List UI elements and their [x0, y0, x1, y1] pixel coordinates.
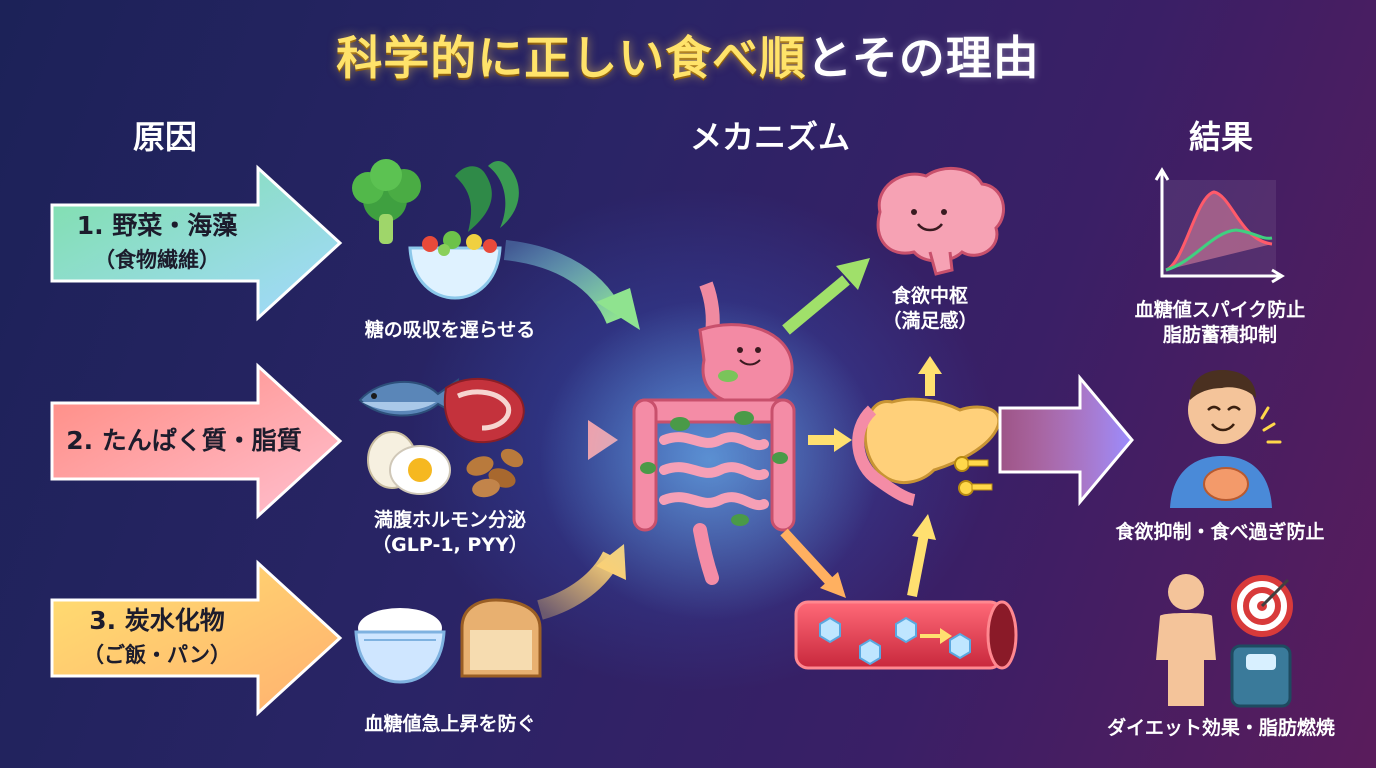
- effect-label-1: 糖の吸収を遅らせる: [364, 319, 536, 341]
- cause-label-1-main: 1. 野菜・海藻: [76, 211, 238, 240]
- gut-to-blood-arrow: [820, 572, 846, 598]
- cause-arrow-3: [50, 559, 343, 717]
- result-label-3: ダイエット効果・脂肪燃焼: [1107, 717, 1335, 739]
- header-cause: 原因: [132, 118, 197, 156]
- pancreas-icon: [852, 397, 1001, 506]
- satisfied-person-icon: [1170, 370, 1282, 508]
- result-label-2: 食欲抑制・食べ過ぎ防止: [1115, 521, 1325, 543]
- cause-label-2: 2. たんぱく質・脂質: [52, 424, 316, 458]
- cause-arrow-1: [50, 164, 343, 322]
- cause-label-3-sub: （ご飯・パン）: [82, 643, 232, 667]
- vegetables-icon: [352, 159, 519, 300]
- title-highlight: 科学的に正しい食べ順: [336, 31, 807, 85]
- brain-label: 食欲中枢 （満足感）: [882, 285, 978, 332]
- page-title: 科学的に正しい食べ順とその理由: [0, 22, 1376, 88]
- header-mechanism: メカニズム: [689, 118, 850, 156]
- carbohydrate-icon: [354, 598, 542, 684]
- cause-label-2-main: 2. たんぱく質・脂質: [66, 426, 302, 455]
- cause-arrow-2: [50, 362, 343, 520]
- digestive-system-icon: [540, 281, 880, 620]
- blood-to-pancreas-arrow: [912, 514, 936, 540]
- header-result: 結果: [1188, 118, 1253, 156]
- cause-label-1-sub: （食物繊維）: [94, 248, 220, 272]
- body-target-scale-icon: [1156, 574, 1293, 708]
- result-label-1: 血糖値スパイク防止 脂肪蓄積抑制: [1134, 299, 1306, 346]
- cause-label-3: 3. 炭水化物 （ご飯・パン）: [52, 604, 262, 672]
- gut-to-pancreas-arrow: [834, 428, 852, 452]
- blood-vessel-icon: [794, 600, 1018, 670]
- gut-to-brain-arrow: [836, 258, 870, 290]
- cause-label-1: 1. 野菜・海藻 （食物繊維）: [52, 209, 262, 277]
- cause-label-3-main: 3. 炭水化物: [89, 606, 225, 635]
- brain-icon: [876, 166, 1005, 276]
- title-rest: とその理由: [806, 31, 1040, 85]
- protein-fat-icon: [358, 377, 525, 498]
- mechanism-to-result-arrow: [998, 373, 1134, 507]
- effect-label-2: 満腹ホルモン分泌 （GLP-1, PYY）: [372, 509, 528, 556]
- pancreas-to-brain-arrow: [918, 356, 942, 374]
- effect-label-3: 血糖値急上昇を防ぐ: [364, 713, 536, 735]
- blood-sugar-chart-icon: [1154, 167, 1285, 284]
